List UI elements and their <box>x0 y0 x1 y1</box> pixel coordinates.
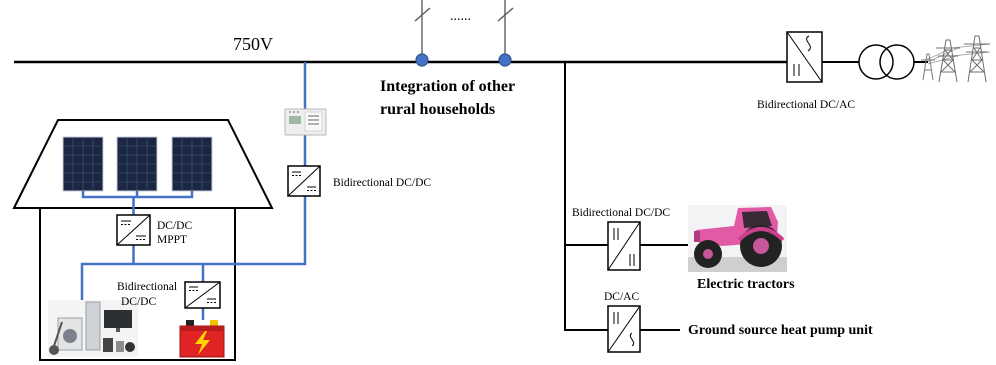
grid-converter <box>787 32 822 82</box>
battery-top-band <box>180 326 224 331</box>
tractor-converter-label: Bidirectional DC/DC <box>572 207 670 219</box>
heat-pump-converter-label: DC/AC <box>604 291 639 303</box>
integration-label-line1: Integration of other <box>380 78 515 95</box>
household-appliances-icon <box>48 300 138 357</box>
coffee-machine <box>103 338 113 352</box>
television-stand <box>116 328 120 332</box>
transformer-winding-secondary <box>880 45 914 79</box>
pv-mppt-converter <box>117 215 150 245</box>
solar-panel-icon <box>63 137 103 191</box>
vacuum-body <box>49 345 59 355</box>
load-branch-trunk <box>565 62 688 330</box>
meter-module <box>305 112 322 131</box>
television <box>104 310 132 328</box>
tractor-load-label: Electric tractors <box>697 277 795 292</box>
storage-converter <box>185 282 220 308</box>
kettle <box>125 342 135 352</box>
refrigerator <box>86 302 100 350</box>
battery-terminal-negative <box>186 320 194 326</box>
solar-panel-icon <box>117 137 157 191</box>
grid-converter-label: Bidirectional DC/AC <box>757 99 855 111</box>
electric-tractor-icon <box>688 205 787 272</box>
tower-b <box>964 36 990 82</box>
household-bus-converter <box>288 166 320 196</box>
bus-voltage-label: 750V <box>233 34 273 54</box>
storage-converter-label-line2: DC/DC <box>121 296 156 308</box>
other-households-connections: ...... Integration of other rural househ… <box>380 0 515 118</box>
heat-pump-converter <box>608 306 640 352</box>
tractor-converter <box>608 222 640 270</box>
toaster <box>116 341 124 352</box>
washing-machine-door <box>63 329 77 343</box>
transformer-winding-primary <box>859 45 893 79</box>
integration-label-line2: rural households <box>380 101 495 118</box>
connection-node-2 <box>499 54 511 66</box>
power-tower-icon <box>921 36 990 82</box>
tractor-grille <box>694 231 700 242</box>
household-bus-converter-label: Bidirectional DC/DC <box>333 177 431 189</box>
meter-display <box>289 116 301 124</box>
heat-pump-load-label: Ground source heat pump unit <box>688 323 873 338</box>
small-tower <box>921 54 935 80</box>
battery-icon <box>180 320 224 357</box>
tractor-rear-hub <box>753 238 769 254</box>
more-households-ellipsis: ...... <box>450 9 471 24</box>
rural-household: DC/DC MPPT Bidirectional <box>14 62 305 360</box>
solar-panel-icon <box>172 137 212 191</box>
smart-meter-icon <box>285 109 326 135</box>
tractor-front-hub <box>703 249 713 259</box>
transformer-icon <box>859 45 914 79</box>
pv-converter-label-line2: MPPT <box>157 234 187 246</box>
pv-converter-label-line1: DC/DC <box>157 220 192 232</box>
connection-node-1 <box>416 54 428 66</box>
storage-converter-label-line1: Bidirectional <box>117 281 177 293</box>
battery-terminal-positive <box>210 320 218 326</box>
